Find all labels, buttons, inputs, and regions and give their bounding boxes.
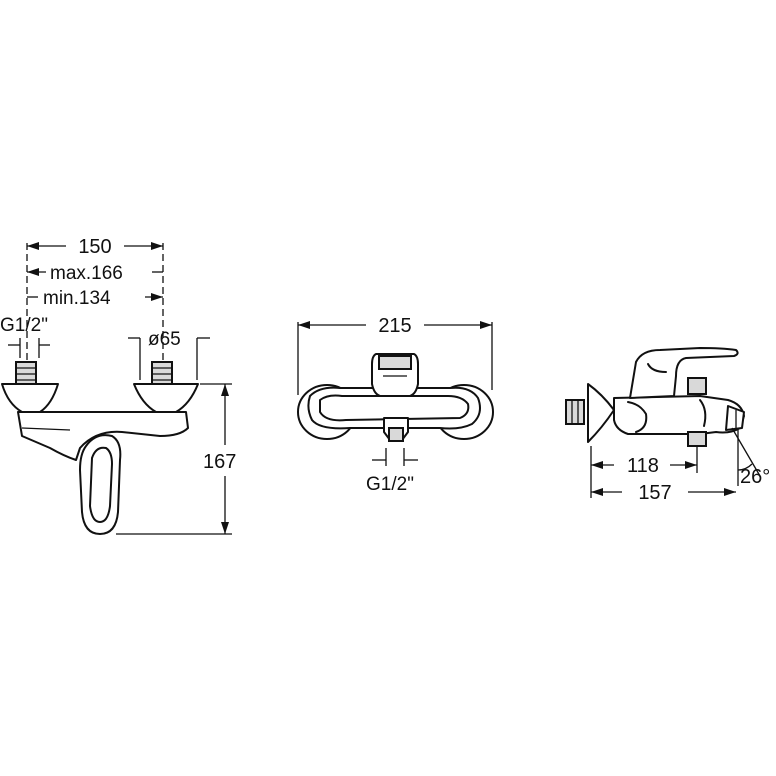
side-inlet-nut <box>565 399 585 425</box>
right-inlet-nut <box>151 361 173 385</box>
width-215-label: 215 <box>378 315 411 337</box>
side-top-cap <box>687 377 707 395</box>
top-view: 215 G1/2" <box>297 315 494 495</box>
top-thread-label: G1/2" <box>366 474 414 495</box>
dim-max-166-label: max.166 <box>50 263 123 284</box>
dim-min-134-label: min.134 <box>43 288 111 309</box>
right-escutcheon <box>133 383 199 413</box>
angle-26-label: 26° <box>740 466 770 488</box>
height-167-label: 167 <box>203 451 236 473</box>
mixer-body <box>17 411 189 461</box>
front-thread-label: G1/2" <box>0 315 48 336</box>
side-outlet-nut <box>687 431 707 447</box>
dim-157-label: 157 <box>638 482 671 504</box>
dim-150-label: 150 <box>78 236 111 258</box>
side-lever <box>629 347 739 399</box>
diameter-label: ø65 <box>148 329 181 350</box>
spout <box>79 434 122 535</box>
side-view: 26° 118 157 <box>565 347 770 504</box>
dim-118-label: 118 <box>627 455 659 477</box>
side-escutcheon <box>587 383 615 443</box>
left-escutcheon <box>1 383 59 413</box>
front-view: 150 max.166 min.134 G1/2" ø65 <box>0 236 236 535</box>
side-body <box>613 395 745 435</box>
left-inlet-nut <box>15 361 37 385</box>
